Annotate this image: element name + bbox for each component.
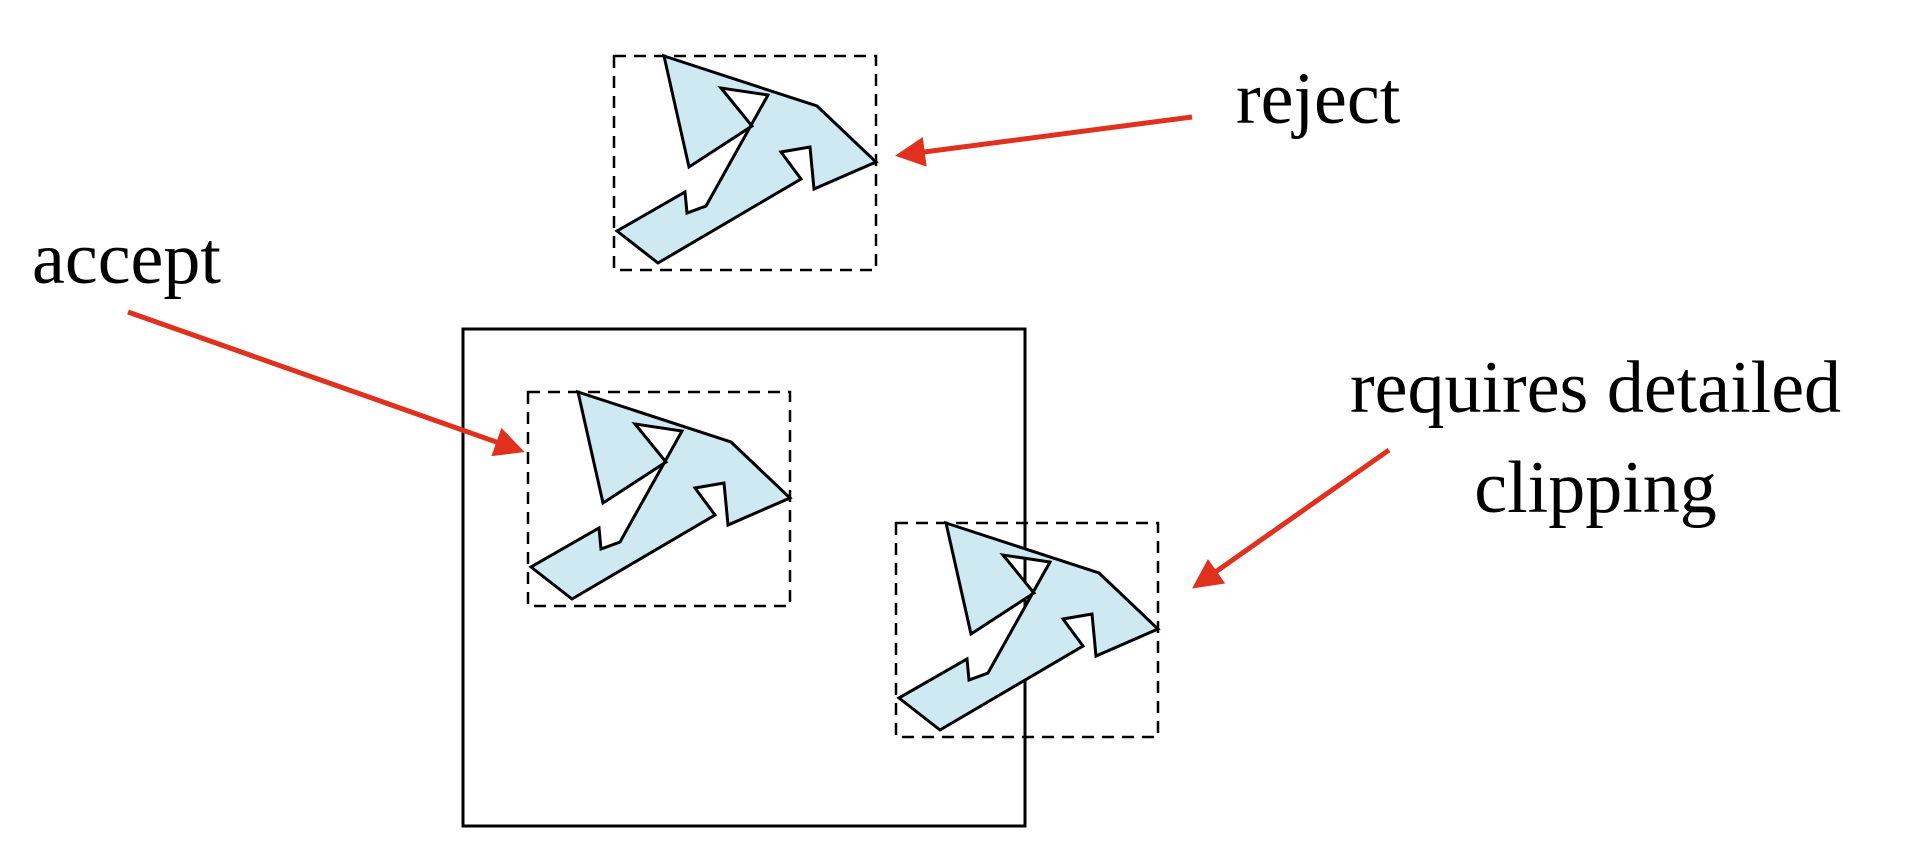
clip-bounding-box — [894, 521, 1160, 739]
accept-pointer-arrow — [127, 309, 525, 457]
requires-clipping-label: requires detailed clipping — [1350, 338, 1841, 538]
accept-polygon — [529, 390, 792, 601]
reject-pointer-arrow — [895, 114, 1193, 167]
requires-label-line2: clipping — [1474, 447, 1717, 529]
accept-label: accept — [32, 218, 221, 300]
reject-polygon — [615, 54, 878, 265]
requires-label-line1: requires detailed — [1350, 347, 1842, 429]
clip-pointer-arrow — [1192, 447, 1391, 589]
clip-polygon — [897, 521, 1160, 732]
clip-window — [461, 327, 1027, 828]
accept-object — [526, 390, 792, 608]
reject-object — [612, 54, 878, 272]
reject-bounding-box — [612, 54, 878, 272]
reject-label: reject — [1236, 58, 1401, 140]
clip-object — [894, 521, 1160, 739]
accept-bounding-box — [526, 390, 792, 608]
